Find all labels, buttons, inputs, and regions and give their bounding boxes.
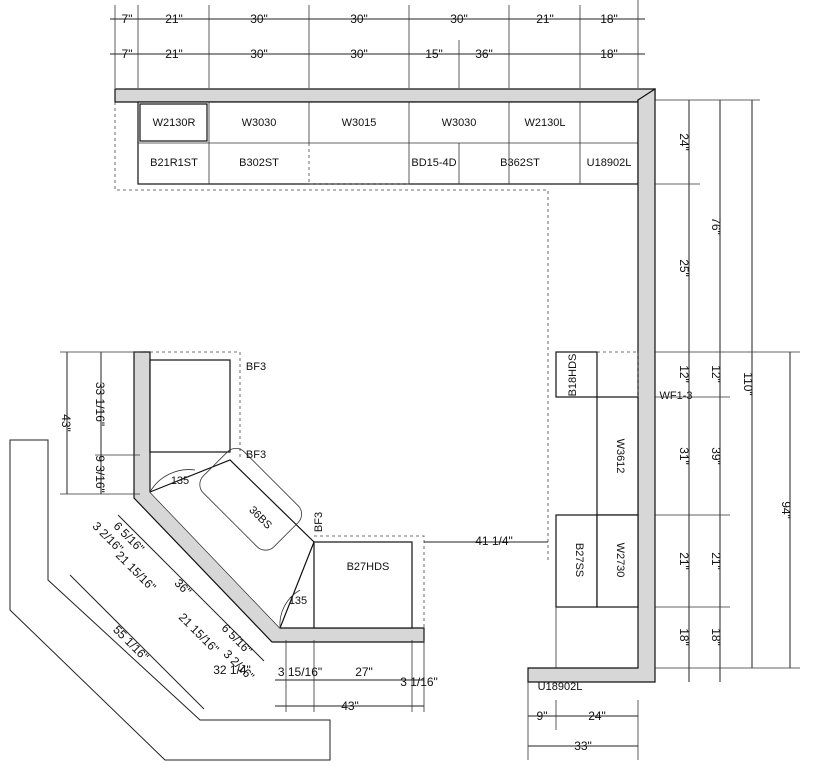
right-vertical-dims: 24" 25" 76" 12" 12" 110" 31" 39" 21" 21"…: [677, 133, 793, 646]
dim-label: 41 1/4": [475, 534, 513, 548]
right-dimension-lines: [655, 99, 800, 682]
dim-label: 43": [341, 699, 359, 713]
cabinet-label: B27SS: [573, 543, 585, 577]
cabinet-label: B18HDS: [567, 354, 579, 397]
bottom-right-dimension-lines: [527, 682, 639, 760]
door-swing-arc: [279, 589, 301, 629]
dim-label: 18": [709, 628, 723, 646]
dim-label: 30": [350, 47, 368, 61]
sink-base-b27ss[interactable]: [555, 514, 598, 608]
cabinet-label: B362ST: [500, 157, 540, 169]
cabinet-label: BF3: [313, 512, 325, 532]
dim-label: 33": [574, 739, 592, 753]
room-outline: [9, 439, 331, 761]
dim-label: 31": [677, 447, 691, 465]
cabinet-label: BF3: [246, 361, 266, 373]
dim-label: 30": [250, 12, 268, 26]
dim-label: 21": [165, 47, 183, 61]
dim-label: 7": [122, 47, 133, 61]
dim-label: 9 3/16": [93, 455, 107, 493]
door-swing-arc: [149, 469, 196, 493]
cabinet-label: U18902L: [538, 681, 583, 693]
cabinet-label: W3030: [442, 117, 477, 129]
dim-label: 32 1/4": [213, 663, 251, 677]
dim-label: 3 15/16": [278, 665, 322, 679]
dim-label: 15": [425, 47, 443, 61]
filler-bf3-top[interactable]: [149, 359, 231, 453]
wall-cabinet-w2730[interactable]: [596, 514, 639, 608]
dim-label: 18": [600, 47, 618, 61]
cabinet-label: W3612: [614, 439, 626, 474]
dim-label: 94": [779, 501, 793, 519]
dishwasher-b18hds[interactable]: [555, 351, 598, 398]
dim-label: 24": [588, 709, 606, 723]
cabinet-label: B27HDS: [347, 561, 390, 573]
wall-cabinet-labels: W2130R W3030 W3015 W3030 W2130L: [153, 117, 566, 129]
cabinet-label: U18902L: [587, 157, 632, 169]
right-run-labels: WF1-3 B18HDS W3612 B27SS W2730 U18902L: [538, 354, 693, 693]
base-cabinet-labels: B21R1ST B302ST BD15-4D B362ST U18902L: [150, 157, 631, 169]
island: [133, 351, 425, 643]
cabinet-label: B21R1ST: [150, 157, 198, 169]
dim-label: 43": [59, 414, 73, 432]
sink-bowl: [199, 448, 302, 551]
cabinet-label: W2730: [614, 543, 626, 578]
dim-label: 36": [172, 576, 194, 598]
island-bottom-dims: 32 1/4" 3 15/16" 27" 3 1/16" 43": [213, 663, 438, 713]
cabinet-label: B302ST: [239, 157, 279, 169]
dim-label: 18": [600, 12, 618, 26]
top-dims-row-2: 7" 21" 30" 30" 15" 36" 18": [122, 47, 618, 61]
dim-label: 36": [475, 47, 493, 61]
top-countertop: [114, 88, 656, 103]
dim-label: 18": [677, 628, 691, 646]
dim-label: 9": [537, 709, 548, 723]
dim-label: 21": [677, 552, 691, 570]
dim-label: 39": [709, 447, 723, 465]
dim-label: 21": [709, 552, 723, 570]
cabinet-label: W2130R: [153, 117, 196, 129]
dim-label: 110": [741, 372, 755, 395]
dim-label: 33 1/16": [93, 382, 107, 426]
top-dimension-lines: [110, 0, 645, 88]
dim-label: 24": [677, 133, 691, 151]
cabinet-label: BF3: [246, 449, 266, 461]
sink-base-36bs[interactable]: [149, 459, 315, 629]
dim-label: 21": [165, 12, 183, 26]
angle-label: 135: [171, 475, 189, 487]
dim-label: 76": [709, 217, 723, 235]
angle-label: 135: [289, 595, 307, 607]
dim-label: 3 1/16": [400, 675, 438, 689]
left-dimension-lines: [60, 351, 548, 712]
cabinet-w2130r[interactable]: [139, 103, 208, 142]
dim-label: 27": [355, 665, 373, 679]
drawer-base-b27hds[interactable]: [313, 541, 413, 629]
right-cabinet-run: [527, 87, 656, 683]
dim-label: 30": [450, 12, 468, 26]
dim-label: 12": [677, 365, 691, 383]
dim-label: 12": [709, 365, 723, 383]
dim-label: 30": [350, 12, 368, 26]
bottom-right-dims: 9" 24" 33": [537, 709, 606, 753]
top-dims-row-1: 7" 21" 30" 30" 30" 21" 18": [122, 12, 618, 26]
dim-label: 21 15/16": [113, 548, 159, 594]
dim-label: 21": [536, 12, 554, 26]
dim-label: 30": [250, 47, 268, 61]
dim-label: 7": [122, 12, 133, 26]
cabinet-label: BD15-4D: [411, 157, 456, 169]
dim-label: 21 15/16": [176, 610, 222, 656]
dim-label: 25": [677, 259, 691, 277]
cabinet-label: W3030: [242, 117, 277, 129]
cabinet-label: W2130L: [525, 117, 566, 129]
cabinet-label: W3015: [342, 117, 377, 129]
cabinet-label: WF1-3: [660, 390, 693, 402]
